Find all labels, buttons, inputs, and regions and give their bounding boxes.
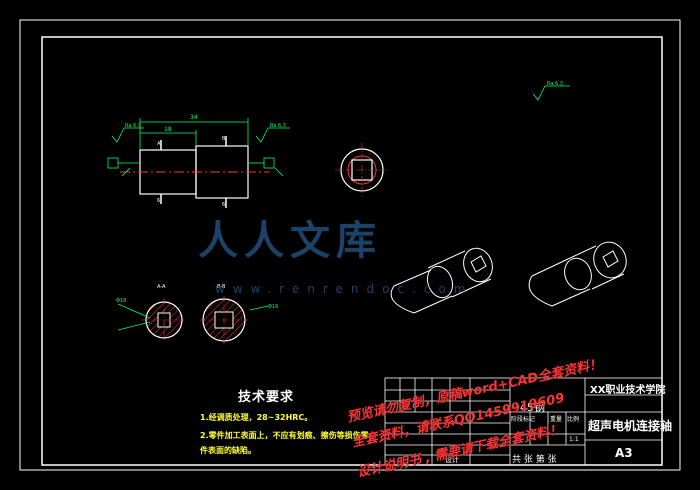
shaft-end-view xyxy=(335,143,389,197)
dia-label-1: Φ18 xyxy=(116,298,126,304)
isometric-model-left xyxy=(390,247,493,314)
section-mark-a-top: A xyxy=(157,141,161,147)
section-label-a: A-A xyxy=(157,284,166,290)
title-block-sheet-size: A3 xyxy=(615,446,633,460)
inner-frame xyxy=(41,36,663,466)
section-view-b xyxy=(200,296,269,344)
isometric-model-right xyxy=(528,241,627,307)
section-mark-b-top: B xyxy=(222,136,226,142)
title-block-designer: 设计 xyxy=(445,456,459,464)
title-block-scale: 1:1 xyxy=(569,436,579,443)
logo-watermark: 人人文库 xyxy=(198,217,382,264)
title-block-col-scale: 比例 xyxy=(567,416,580,423)
title-block-col-weight: 重量 xyxy=(550,416,563,423)
dim-left-length: 18 xyxy=(164,126,172,133)
title-block-grid xyxy=(384,377,663,466)
dim-overall-length: 34 xyxy=(190,114,198,121)
key-dim-1: 6 xyxy=(157,198,160,204)
dia-label-2: Φ16 xyxy=(268,304,278,310)
tech-requirement-2: 2.零件加工表面上，不应有划痕、擦伤等损伤零 xyxy=(200,431,369,440)
roughness-symbol-top-right xyxy=(532,85,570,101)
tech-requirement-1: 1.经调质处理，28~32HRC。 xyxy=(200,413,313,422)
key-dim-2: 6 xyxy=(222,202,225,208)
section-view-a xyxy=(117,298,186,342)
tech-requirement-3: 件表面的缺陷。 xyxy=(200,446,256,455)
title-block-part-name: 超声电机连接轴 xyxy=(588,419,673,433)
roughness-top: Ra 6.3 xyxy=(547,81,563,87)
shaft-front-view xyxy=(107,118,290,208)
roughness-left: Ra 6.3 xyxy=(125,123,141,129)
logo-url: www.renrendoc.com xyxy=(215,282,474,296)
tech-requirements-title: 技术要求 xyxy=(238,390,295,405)
title-block-school: XX职业技术学院 xyxy=(590,385,666,396)
section-label-b: B-B xyxy=(217,284,226,290)
title-block-col-stage: 阶段标记 xyxy=(511,416,536,423)
title-block-sheet-count: 共 张 第 张 xyxy=(512,455,557,465)
title-block-material: 45钢 xyxy=(520,401,545,414)
roughness-right: Ra 6.3 xyxy=(270,123,286,129)
outer-frame xyxy=(19,19,681,471)
